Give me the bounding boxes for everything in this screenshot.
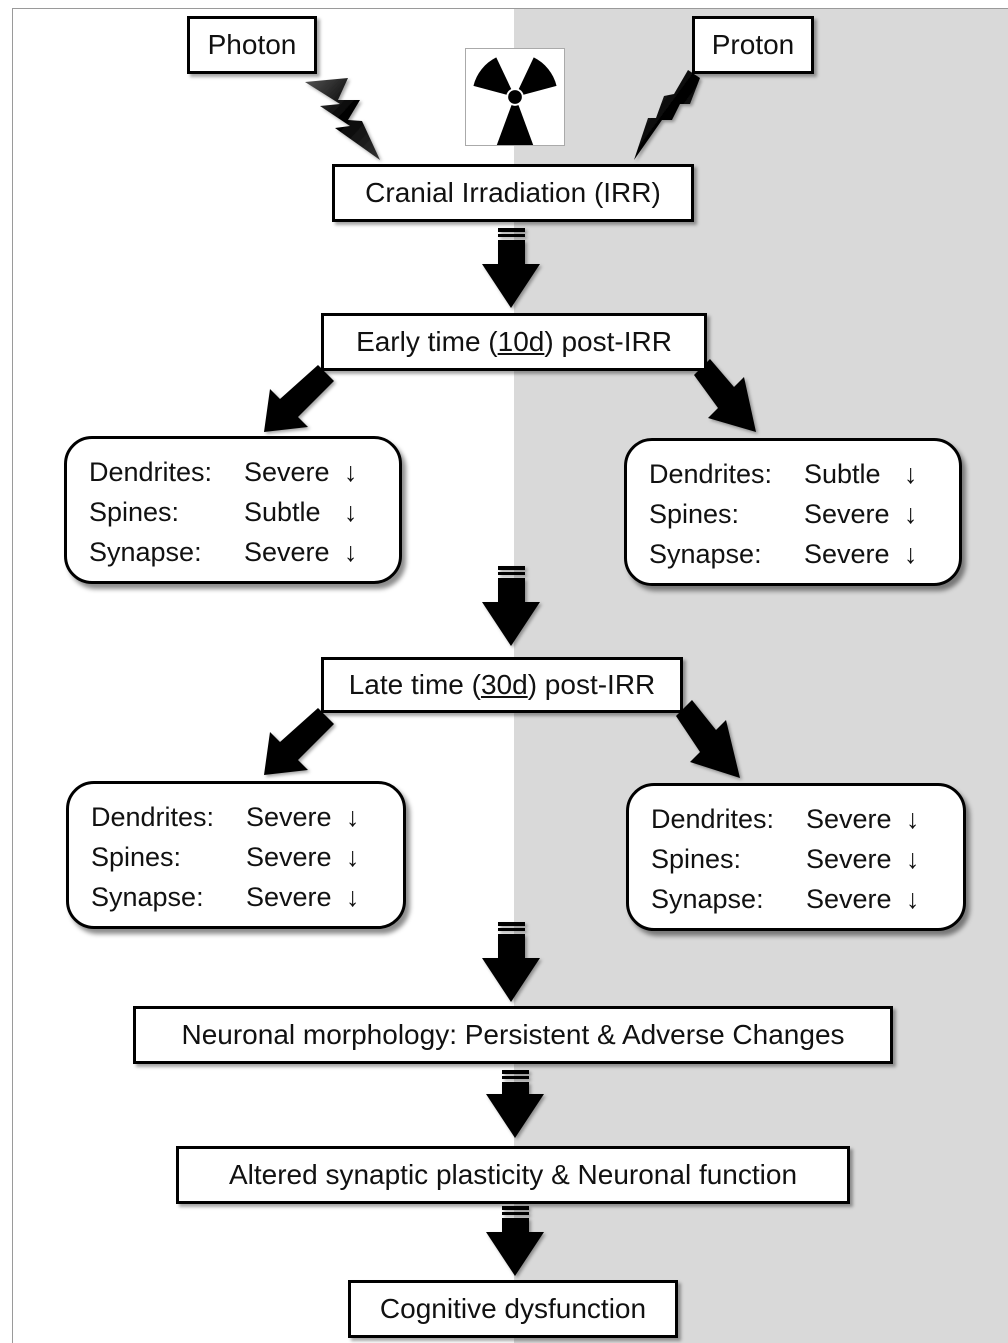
effect-label: Dendrites:: [649, 459, 773, 489]
early-proton-effects: Dendrites: Subtle ↓ Spines: Severe ↓ Syn…: [624, 438, 962, 586]
morphology-label: Neuronal morphology: Persistent & Advers…: [181, 1019, 845, 1050]
early-time-label: Early time (10d) post-IRR: [356, 326, 672, 358]
effect-level: Subtle: [244, 497, 321, 527]
cognitive-box: Cognitive dysfunction: [348, 1280, 678, 1338]
effect-label: Spines:: [649, 499, 740, 529]
effect-level: Severe: [244, 537, 330, 567]
effect-level: Severe: [246, 882, 332, 912]
down-arrow-icon: ↓: [904, 459, 918, 489]
late-proton-effects: Dendrites: Severe ↓ Spines: Severe ↓ Syn…: [626, 783, 966, 931]
late-time-box: Late time (30d) post-IRR: [321, 657, 683, 713]
irradiation-label: Cranial Irradiation (IRR): [365, 177, 661, 208]
effect-level: Subtle: [804, 459, 881, 489]
photon-label: Photon: [207, 29, 297, 60]
late-time-prefix: Late time (: [348, 669, 481, 700]
early-photon-effects: Dendrites: Severe ↓ Spines: Subtle ↓ Syn…: [64, 436, 402, 584]
early-time-value: 10d: [497, 326, 545, 357]
plasticity-label: Altered synaptic plasticity & Neuronal f…: [228, 1159, 798, 1190]
proton-box: Proton: [692, 16, 814, 74]
effect-level: Severe: [806, 804, 892, 834]
down-arrow-icon: ↓: [344, 497, 358, 527]
early-time-suffix: ) post-IRR: [544, 326, 672, 357]
effect-label: Synapse:: [649, 539, 762, 569]
photon-bolt-icon: [305, 78, 380, 160]
effect-label: Dendrites:: [89, 457, 213, 487]
down-arrow-icon: ↓: [346, 842, 360, 872]
effect-label: Spines:: [651, 844, 742, 874]
down-arrow-icon: ↓: [904, 499, 918, 529]
down-arrow-icon: ↓: [346, 802, 360, 832]
down-arrow-icon: [482, 228, 540, 308]
down-arrow-icon: ↓: [346, 882, 360, 912]
down-arrow-icon: [482, 922, 540, 1002]
down-arrow-icon: ↓: [344, 537, 358, 567]
irradiation-box: Cranial Irradiation (IRR): [332, 164, 694, 222]
late-time-suffix: ) post-IRR: [527, 669, 656, 700]
late-time-label: Late time (30d) post-IRR: [349, 669, 656, 701]
effect-level: Severe: [244, 457, 330, 487]
effect-label: Spines:: [89, 497, 180, 527]
down-arrow-icon: ↓: [906, 844, 920, 874]
effect-level: Severe: [806, 884, 892, 914]
effect-label: Spines:: [91, 842, 182, 872]
late-photon-effects: Dendrites: Severe ↓ Spines: Severe ↓ Syn…: [66, 781, 406, 929]
morphology-box: Neuronal morphology: Persistent & Advers…: [133, 1006, 893, 1064]
diagonal-arrow-icon: [264, 365, 334, 432]
cognitive-label: Cognitive dysfunction: [379, 1293, 647, 1324]
down-arrow-icon: ↓: [906, 884, 920, 914]
early-time-prefix: Early time (: [356, 326, 498, 357]
down-arrow-icon: [486, 1070, 544, 1138]
early-time-box: Early time (10d) post-IRR: [321, 313, 707, 371]
down-arrow-icon: [486, 1206, 544, 1276]
photon-box: Photon: [187, 16, 317, 74]
effect-level: Severe: [804, 539, 890, 569]
proton-bolt-icon: [634, 70, 700, 160]
diagonal-arrow-icon: [694, 359, 756, 432]
proton-label: Proton: [711, 29, 795, 60]
effect-level: Severe: [806, 844, 892, 874]
effect-label: Synapse:: [89, 537, 202, 567]
effect-label: Dendrites:: [651, 804, 775, 834]
effect-level: Severe: [804, 499, 890, 529]
plasticity-box: Altered synaptic plasticity & Neuronal f…: [176, 1146, 850, 1204]
effect-label: Dendrites:: [91, 802, 215, 832]
late-time-value: 30d: [480, 669, 528, 700]
effect-label: Synapse:: [651, 884, 764, 914]
effect-label: Synapse:: [91, 882, 204, 912]
down-arrow-icon: ↓: [904, 539, 918, 569]
effect-level: Severe: [246, 842, 332, 872]
effect-level: Severe: [246, 802, 332, 832]
diagonal-arrow-icon: [676, 700, 740, 778]
radiation-icon: [465, 48, 565, 151]
down-arrow-icon: ↓: [344, 457, 358, 487]
down-arrow-icon: ↓: [906, 804, 920, 834]
down-arrow-icon: [482, 566, 540, 646]
diagonal-arrow-icon: [264, 708, 334, 775]
